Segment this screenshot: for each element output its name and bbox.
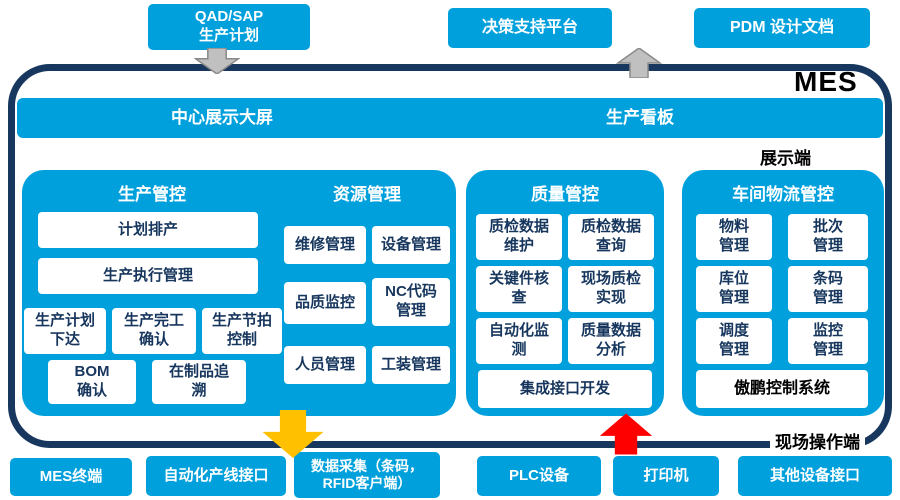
mes-terminal-box: MES终端 [10,458,132,496]
logistics-item-storage-location: 库位 管理 [696,266,772,312]
logistics-item-barcode: 条码 管理 [788,266,868,312]
display-side-label: 展示端 [760,149,811,168]
logistics-item-material: 物料 管理 [696,214,772,260]
display-bar: 中心展示大屏 生产看板 [17,98,883,138]
production-item-takt-control: 生产节拍 控制 [202,308,282,354]
quality-item-inspection-data-maintain: 质检数据 维护 [476,214,562,260]
other-device-interface-box: 其他设备接口 [738,456,892,496]
plc-device-box: PLC设备 [477,456,601,496]
workshop-logistics-title: 车间物流管控 [732,185,834,204]
workshop-logistics-panel: 车间物流管控 物料 管理 批次 管理 库位 管理 条码 管理 调度 管理 监控 … [682,170,884,416]
production-item-plan-release: 生产计划 下达 [24,308,106,354]
pdm-design-document-box: PDM 设计文档 [694,8,870,48]
logistics-item-aopeng-control-system: 傲鹏控制系统 [696,370,868,408]
field-to-mes-up-arrow-icon [598,412,654,461]
resource-item-tooling: 工装管理 [372,346,450,384]
production-control-panel: 生产管控 资源管理 计划排产 生产执行管理 生产计划 下达 生产完工 确认 生产… [22,170,456,416]
resource-management-title: 资源管理 [333,185,401,204]
logistics-item-dispatch: 调度 管理 [696,318,772,364]
quality-item-key-part-check: 关键件核 查 [476,266,562,312]
mes-title: MES [794,66,858,97]
quality-item-onsite-inspection: 现场质检 实现 [568,266,654,312]
production-item-completion-confirm: 生产完工 确认 [112,308,196,354]
mes-to-field-down-arrow-icon [260,410,326,463]
production-item-bom-confirm: BOM 确认 [48,360,136,404]
quality-control-title: 质量管控 [531,185,599,204]
logistics-item-monitoring: 监控 管理 [788,318,868,364]
qad-sap-production-plan-box: QAD/SAP 生产计划 [148,4,310,50]
production-item-plan-scheduling: 计划排产 [38,212,258,248]
resource-item-equipment: 设备管理 [372,226,450,264]
quality-item-inspection-data-query: 质检数据 查询 [568,214,654,260]
data-collection-box: 数据采集（条码， RFID客户端） [294,452,440,498]
quality-item-integration-interface: 集成接口开发 [478,370,652,408]
automation-line-interface-box: 自动化产线接口 [146,456,286,496]
resource-item-personnel: 人员管理 [284,346,366,384]
production-kanban-label: 生产看板 [606,108,674,127]
field-operation-side-label: 现场操作端 [770,427,865,454]
resource-item-quality-monitor: 品质监控 [284,282,366,324]
central-display-screen-label: 中心展示大屏 [171,108,273,127]
production-item-wip-tracing: 在制品追 溯 [152,360,246,404]
printer-box: 打印机 [613,456,719,496]
quality-item-quality-data-analysis: 质量数据 分析 [568,318,654,364]
resource-item-nc-code: NC代码 管理 [372,278,450,326]
quality-item-auto-monitoring: 自动化监 测 [476,318,562,364]
resource-item-maintenance: 维修管理 [284,226,366,264]
logistics-item-batch: 批次 管理 [788,214,868,260]
decision-support-platform-box: 决策支持平台 [448,8,612,48]
production-item-execution-management: 生产执行管理 [38,258,258,294]
mes-to-decision-up-arrow-icon [615,47,663,83]
quality-control-panel: 质量管控 质检数据 维护 质检数据 查询 关键件核 查 现场质检 实现 自动化监… [466,170,664,416]
qad-to-mes-down-arrow-icon [193,47,241,79]
production-control-title: 生产管控 [118,185,186,204]
